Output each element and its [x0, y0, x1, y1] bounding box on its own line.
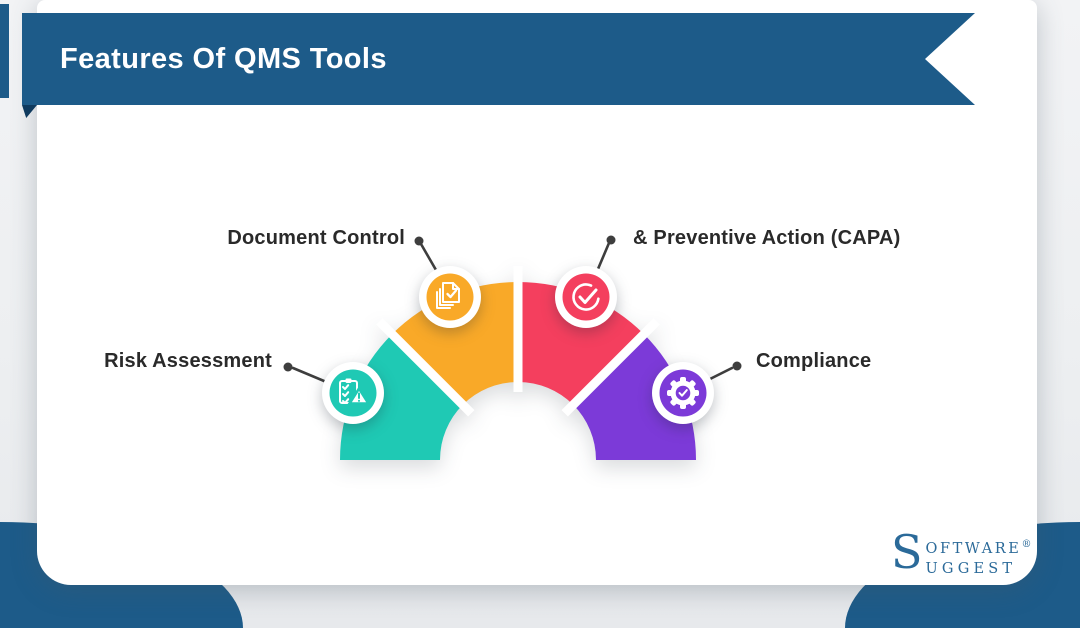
ribbon-fold: [22, 105, 37, 118]
label-document-control: Document Control: [227, 227, 405, 249]
registered-mark: ®: [1021, 539, 1032, 550]
label-risk-assessment: Risk Assessment: [104, 350, 272, 372]
label-capa: & Preventive Action (CAPA): [633, 227, 901, 249]
page-title: Features Of QMS Tools: [60, 42, 387, 75]
title-ribbon: Features Of QMS Tools: [22, 13, 975, 105]
left-edge-accent-bar: [0, 4, 9, 98]
logo-line-software: OFTWARE®: [925, 539, 1032, 557]
logo-line-suggest: UGGEST: [925, 561, 1017, 577]
logo-big-s: S: [891, 525, 923, 579]
label-compliance: Compliance: [756, 350, 872, 372]
softwaresuggest-logo: S OFTWARE® UGGEST: [891, 525, 1032, 579]
